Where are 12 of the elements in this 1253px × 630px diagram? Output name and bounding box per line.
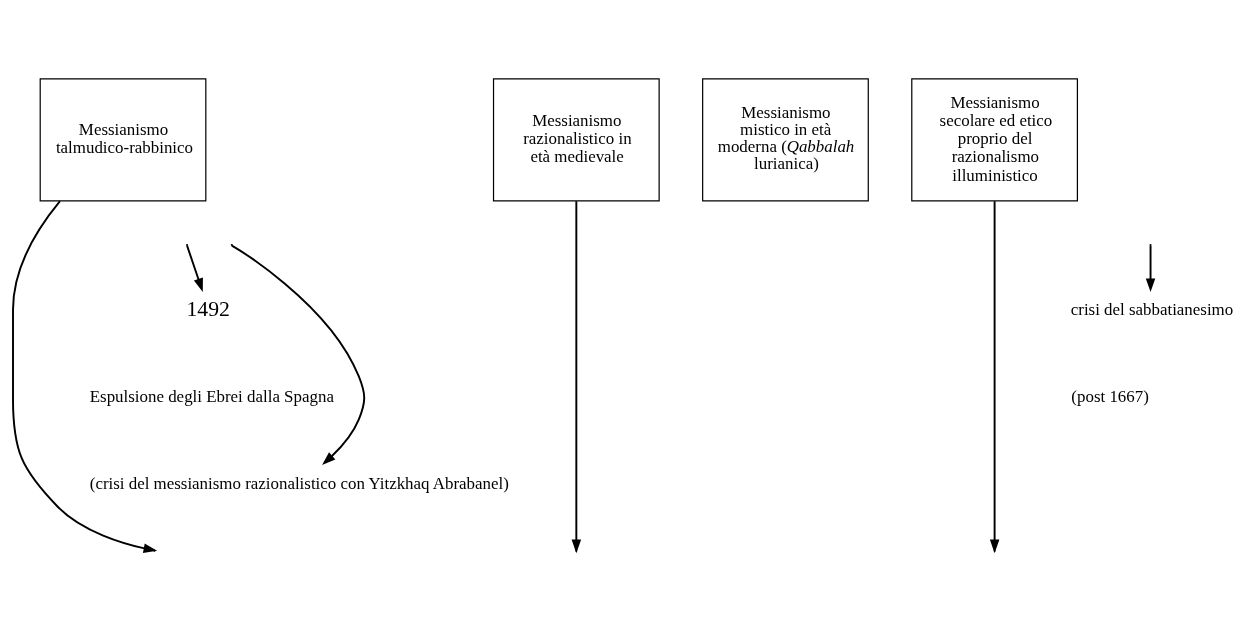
- node-box: Messianismo razionalistico in età medievale: [492, 78, 660, 202]
- node-text: (crisi del messianismo razionalistico con Yitzkhaq Abrabanel): [89, 474, 509, 494]
- arrow: [186, 244, 203, 292]
- label: Espulsione degli Ebrei dalla Spagna: [89, 387, 334, 407]
- node-box: Messianismo secolare ed etico proprio del razionalismo illuministico: [911, 78, 1078, 202]
- arrow: [230, 244, 366, 465]
- label: (post 1667): [1071, 387, 1149, 407]
- node-text: crisi del sabbatianesimo: [1070, 300, 1234, 320]
- node-text: 1492: [186, 297, 230, 322]
- node-box: Messianismo talmudico-rabbinico: [39, 78, 207, 202]
- node-box: Messianismo mistico in età moderna (Qabbalah lurianica): [702, 78, 869, 202]
- arrow: [1145, 244, 1156, 293]
